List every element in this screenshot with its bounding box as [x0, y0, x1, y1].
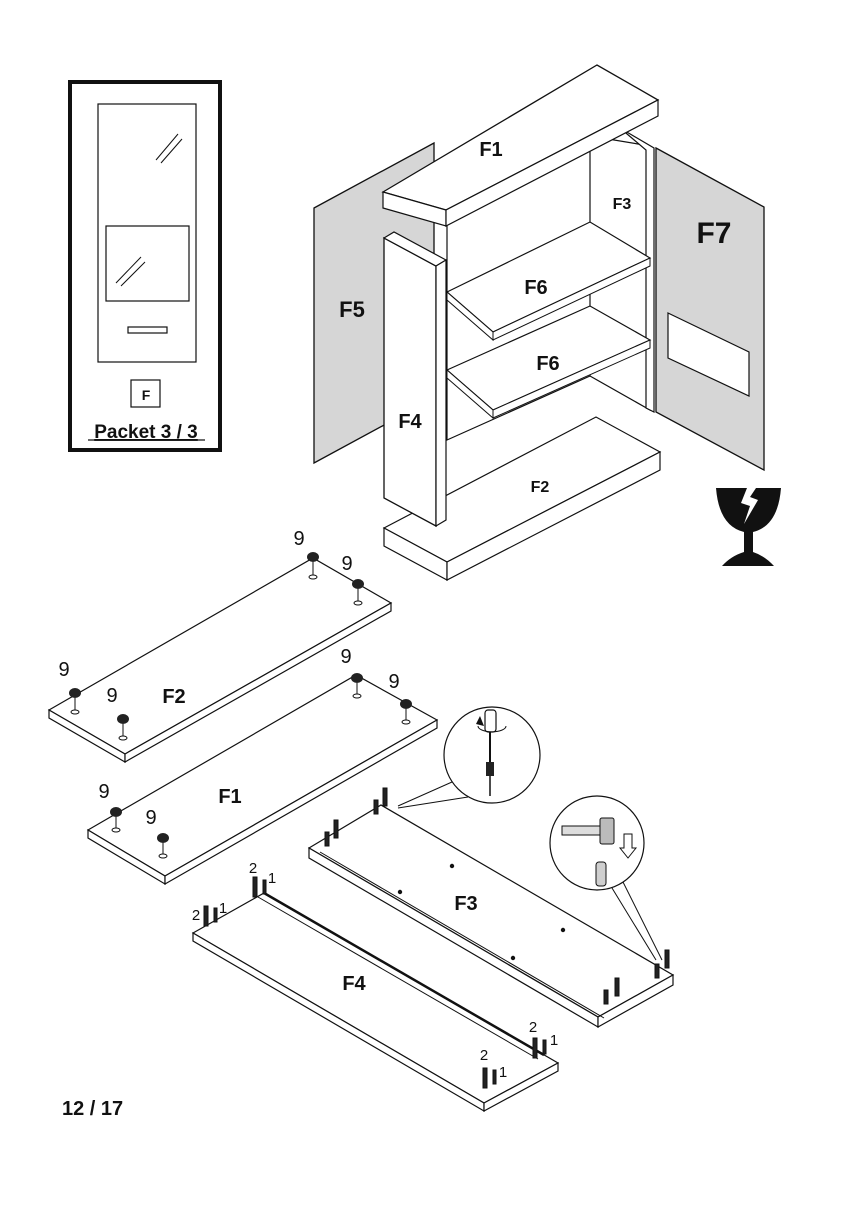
bolt-number: 2: [192, 907, 200, 924]
cabinet-exploded-view: F1 F3 F7 F5 F6 F6 F4 F2: [313, 64, 765, 582]
fasteners: 2 1 2 1 2 1 2 1: [192, 787, 670, 1089]
dowel-hammer-detail: [549, 795, 663, 961]
dowel-number: 1: [550, 1032, 558, 1049]
door-window: [667, 312, 750, 397]
label-upper-shelf: F6: [524, 277, 547, 299]
cam-lock: [117, 714, 129, 741]
panel-f3-label: F3: [454, 893, 477, 915]
page-number: 12 / 17: [62, 1098, 124, 1120]
right-door-panel: [655, 146, 765, 472]
cam-number: 9: [106, 685, 117, 707]
cam-lock: [351, 673, 363, 699]
bolt-number: 2: [480, 1047, 488, 1064]
label-lower-shelf: F6: [536, 353, 559, 375]
label-left-side: F4: [398, 411, 422, 433]
left-side-panel: [383, 236, 437, 528]
label-left-door: F5: [339, 297, 365, 322]
panel-f1-label: F1: [218, 786, 241, 808]
bolt-number: 2: [249, 860, 257, 877]
cam-number: 9: [388, 671, 399, 693]
cam-lock: [307, 552, 319, 580]
cam-lock: [69, 688, 81, 715]
label-right-door: F7: [696, 217, 731, 250]
cam-number: 9: [293, 528, 304, 550]
cam-locks: 9 9 9 9 9 9 9 9: [58, 528, 412, 859]
panel-f2-label: F2: [162, 686, 185, 708]
panel-f4: F4: [191, 891, 560, 1113]
cam-number: 9: [341, 553, 352, 575]
dowel-number: 1: [268, 870, 276, 887]
cam-lock: [400, 699, 412, 725]
dowel-number: 1: [219, 900, 227, 917]
screwdriver-detail: [397, 706, 541, 809]
bolt-number: 2: [529, 1019, 537, 1036]
label-back: F3: [613, 196, 632, 213]
panel-f1: F1: [86, 674, 439, 886]
panel-f2: F2: [47, 557, 393, 764]
cam-lock: [110, 807, 122, 833]
packet-label: Packet 3 / 3: [94, 422, 198, 443]
label-top: F1: [479, 139, 502, 161]
cam-number: 9: [58, 659, 69, 681]
cam-number: 9: [145, 807, 156, 829]
cam-lock: [352, 579, 364, 606]
packet-box: F Packet 3 / 3: [68, 80, 222, 452]
cam-number: 9: [340, 646, 351, 668]
fragile-glass-icon: [716, 488, 781, 566]
cam-lock: [157, 833, 169, 859]
dowel-number: 1: [499, 1064, 507, 1081]
panel-f4-label: F4: [342, 973, 366, 995]
label-bottom: F2: [531, 479, 550, 496]
cam-number: 9: [98, 781, 109, 803]
panel-f3: F3: [307, 804, 675, 1029]
packet-letter: F: [142, 387, 151, 403]
